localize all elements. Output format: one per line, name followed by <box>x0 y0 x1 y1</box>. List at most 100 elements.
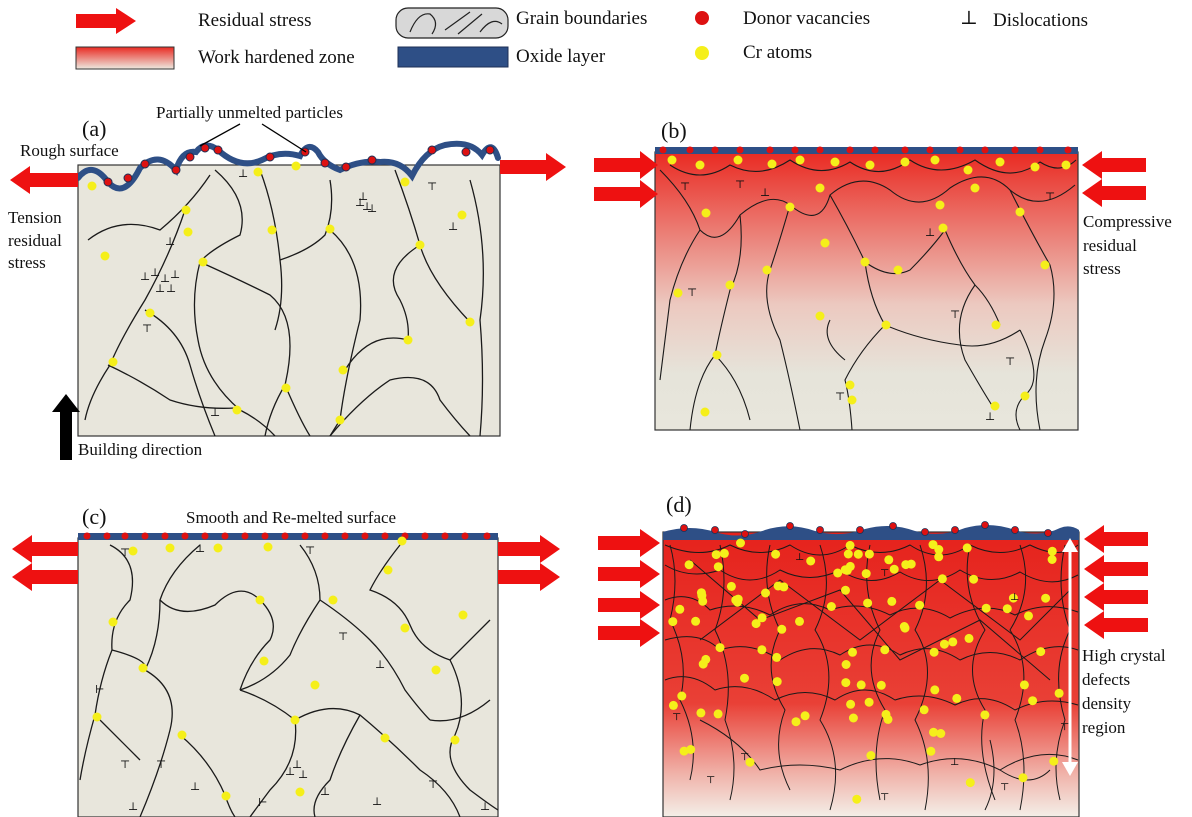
cr-atom <box>1019 680 1029 690</box>
cr-atom <box>751 619 761 629</box>
cr-atom <box>936 729 946 738</box>
legend-donor-vacancies-label: Donor vacancies <box>743 8 871 29</box>
svg-text:⊤: ⊤ <box>428 779 438 791</box>
cr-atom <box>806 556 816 566</box>
panel-b-vacancies <box>659 146 1072 154</box>
svg-text:⊤: ⊤ <box>156 759 166 771</box>
svg-text:⊥: ⊥ <box>160 273 170 285</box>
cr-atom <box>800 711 810 721</box>
svg-text:⊥: ⊥ <box>170 269 180 281</box>
cr-atom <box>757 645 767 655</box>
svg-text:⊤: ⊤ <box>880 568 889 579</box>
cr-atom <box>736 538 745 548</box>
svg-text:⊥: ⊥ <box>166 283 176 295</box>
svg-text:⊥: ⊥ <box>155 283 165 295</box>
panel-a-dislocations: ⊥⊥⊥ ⊥⊥⊥ ⊥⊥⊥⊥ ⊤⊥⊤ ⊥⊥⊥ <box>140 168 458 419</box>
cr-atom <box>1047 546 1057 556</box>
cr-atom <box>826 602 836 611</box>
panel-d: ⊤⊤⊤ ⊤⊤⊤ ⊥⊥⊤ ⊥ <box>662 521 1080 817</box>
svg-text:⊤: ⊤ <box>1000 782 1009 793</box>
svg-text:⊥: ⊥ <box>372 796 382 808</box>
svg-text:⊥: ⊥ <box>298 769 308 781</box>
panel-b-label: (b) <box>661 118 687 143</box>
svg-text:⊥: ⊥ <box>925 227 935 239</box>
panel-d-vacancies <box>680 521 1052 538</box>
panel-a: ⊥⊥⊥ ⊥⊥⊥ ⊥⊥⊥⊥ ⊤⊥⊤ ⊥⊥⊥ <box>75 140 501 437</box>
svg-text:⊥: ⊥ <box>320 786 330 798</box>
cr-atom <box>934 552 944 562</box>
panel-c-label: (c) <box>82 504 107 529</box>
cr-atom-swatch <box>695 46 709 60</box>
svg-text:⊤: ⊤ <box>120 759 130 771</box>
svg-text:⊤: ⊤ <box>1005 356 1015 368</box>
panel-d-dislocations: ⊤⊤⊤ ⊤⊤⊤ ⊥⊥⊤ ⊥ <box>672 552 1069 803</box>
cr-atom <box>864 697 874 707</box>
svg-text:⊤: ⊤ <box>687 287 697 299</box>
legend-grain-boundaries-label: Grain boundaries <box>516 8 648 29</box>
cr-atom <box>719 548 729 558</box>
cr-atom <box>745 757 755 767</box>
cr-atom <box>740 673 749 683</box>
svg-text:⊤: ⊤ <box>706 775 715 786</box>
cr-atom <box>929 727 938 737</box>
cr-atom <box>930 685 940 695</box>
cr-atom <box>1041 593 1051 603</box>
panel-b-stress-arrows <box>594 151 1146 208</box>
svg-text:⊤: ⊤ <box>1045 191 1055 203</box>
panel-a-stress-arrows <box>10 153 566 194</box>
cr-atom <box>771 549 781 559</box>
cr-atom <box>900 623 910 633</box>
cr-atom <box>791 717 801 727</box>
tension-label-line1: Tension <box>8 208 62 227</box>
cr-atom <box>795 616 804 626</box>
svg-text:⊥: ⊥ <box>760 187 770 199</box>
cr-atom <box>845 540 855 550</box>
cr-atom <box>679 746 689 756</box>
legend-dislocation-symbol: ⊥ <box>960 8 978 29</box>
high-defects-label-line1: High crystal <box>1082 646 1166 665</box>
cr-atom <box>1002 604 1012 614</box>
cr-atom <box>962 543 972 553</box>
oxide-layer-swatch <box>397 46 509 68</box>
svg-text:⊥: ⊥ <box>165 236 175 248</box>
cr-atom <box>773 581 783 591</box>
high-defects-label-line4: region <box>1082 718 1126 737</box>
tension-label-line3: stress <box>8 253 46 272</box>
cr-atom <box>853 549 863 559</box>
cr-atom <box>1024 611 1033 621</box>
cr-atom <box>677 691 687 701</box>
cr-atom <box>845 561 855 571</box>
cr-atom <box>848 647 857 657</box>
legend-oxide-layer-label: Oxide layer <box>516 46 606 67</box>
cr-atom <box>969 574 979 584</box>
svg-text:⊤: ⊤ <box>835 391 845 403</box>
cr-atom <box>846 699 856 709</box>
cr-atom <box>948 637 958 647</box>
svg-text:⊥: ⊥ <box>375 659 385 671</box>
high-defects-label-line2: defects <box>1082 670 1131 689</box>
svg-text:⊤: ⊤ <box>1060 722 1069 733</box>
cr-atom <box>772 652 782 662</box>
cr-atom <box>852 794 862 804</box>
svg-text:⊥: ⊥ <box>985 411 995 423</box>
svg-text:⊥: ⊥ <box>150 267 160 279</box>
cr-atom <box>841 678 851 688</box>
tension-label-line2: residual <box>8 231 62 250</box>
cr-atom <box>777 624 787 634</box>
cr-atom <box>883 714 893 724</box>
svg-text:⊥: ⊥ <box>128 801 138 813</box>
cr-atom <box>711 550 721 560</box>
svg-text:⊥: ⊥ <box>140 271 150 283</box>
svg-text:⊥: ⊥ <box>480 801 490 813</box>
cr-atom <box>675 604 685 614</box>
cr-atom <box>964 633 974 643</box>
cr-atom <box>726 581 736 591</box>
svg-text:⊤: ⊤ <box>880 792 889 803</box>
cr-atom <box>906 559 916 569</box>
grain-boundaries-swatch <box>395 7 509 39</box>
cr-atom <box>1054 688 1064 698</box>
cr-atom <box>713 709 723 719</box>
cr-atom <box>981 603 991 613</box>
svg-text:⊤: ⊤ <box>142 323 152 335</box>
